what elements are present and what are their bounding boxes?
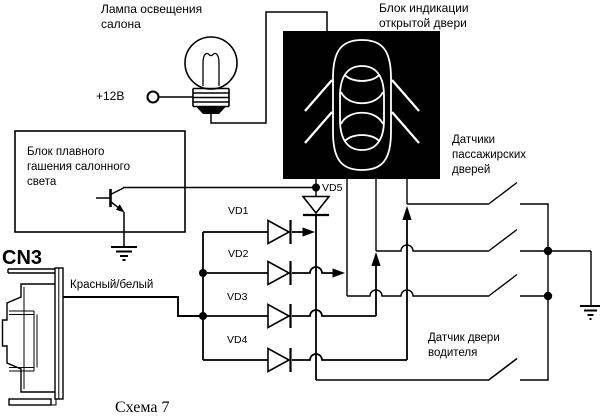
dimmer-block-box xyxy=(14,130,186,233)
supply-terminal-icon xyxy=(146,90,160,104)
lamp-symbol xyxy=(158,36,238,114)
diode-vd2 xyxy=(203,260,345,286)
ground-symbol-left xyxy=(111,246,137,261)
open-door-lines xyxy=(304,79,420,144)
passenger-door-switch-2 xyxy=(376,228,591,253)
supply-label: +12В xyxy=(96,89,125,103)
wire-red-white xyxy=(63,296,203,317)
diode-vd5-label: VD5 xyxy=(322,182,343,194)
passenger-door-switch-1 xyxy=(407,181,549,206)
wire-color-label: Красный/белый xyxy=(70,279,154,291)
diode-vd1 xyxy=(203,219,315,245)
car-top-view-icon xyxy=(304,39,420,171)
diode-vd4-label: VD4 xyxy=(227,334,248,346)
diode-vd3 xyxy=(203,252,381,329)
diode-vd2-label: VD2 xyxy=(228,248,249,260)
connector-cn3-graphic xyxy=(1,267,64,406)
passenger-door-switch-3 xyxy=(347,273,549,298)
indicator-block-label: Блок индикации открытой двери xyxy=(379,1,469,30)
driver-door-switch xyxy=(316,357,549,382)
caption: Схема 7 xyxy=(115,399,170,416)
diode-vd1-label: VD1 xyxy=(228,205,249,217)
indicator-block-box xyxy=(283,31,440,179)
connector-label: CN3 xyxy=(2,247,43,269)
junction-dots xyxy=(199,183,553,320)
driver-sensor-label: Датчик двери водителя xyxy=(428,332,500,359)
ground-symbol-right xyxy=(580,305,600,320)
passenger-sensors-label: Датчики пассажирских дверей xyxy=(452,134,526,176)
dimmer-block-label: Блок плавного гашения салонного света xyxy=(27,146,130,188)
diode-vd3-label: VD3 xyxy=(227,291,248,303)
lamp-label: Лампа освещения салона xyxy=(101,2,203,31)
transistor-icon xyxy=(96,187,125,247)
diode-vd5 xyxy=(301,195,331,380)
lamp-wire xyxy=(210,11,328,124)
